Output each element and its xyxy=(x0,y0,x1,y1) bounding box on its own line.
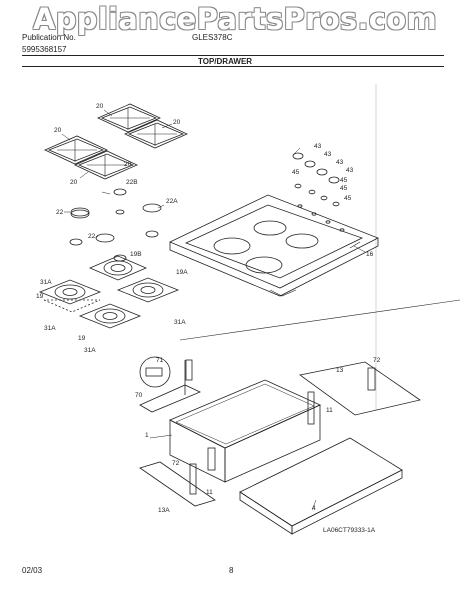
callout-bowl-31a: 31A xyxy=(174,319,186,326)
grate-inner xyxy=(47,138,105,162)
callout-bezel-45: 45 xyxy=(292,169,300,176)
drawer-box xyxy=(169,379,321,483)
grate-inner xyxy=(100,106,158,130)
grate xyxy=(97,103,161,133)
glide xyxy=(145,367,163,377)
callout-cap-22b: 22B xyxy=(126,179,138,186)
callout-panel-4: 4 xyxy=(312,505,316,512)
callout-bowl-31a: 31A xyxy=(40,279,52,286)
burner-opening xyxy=(245,256,283,274)
publication-label: Publication No. xyxy=(22,33,76,42)
publication-number: 5995368157 xyxy=(22,45,67,54)
drawer-slide-left xyxy=(139,461,216,507)
callout-burner-19: 19 xyxy=(78,335,86,342)
grate xyxy=(74,150,138,180)
burner-cap xyxy=(95,233,115,243)
callout-grate: 20 xyxy=(70,179,78,186)
watermark: AppliancePartsPros.com xyxy=(32,2,438,36)
callout-burner-19b: 19B xyxy=(130,251,142,258)
burner-cap xyxy=(70,209,90,219)
burner-opening xyxy=(253,220,287,236)
callout-cooktop-16: 16 xyxy=(366,251,374,258)
burner-bowl-set xyxy=(38,255,180,329)
grate xyxy=(124,119,188,149)
cooktop xyxy=(169,194,379,297)
callout-bracket-11: 11 xyxy=(206,489,213,496)
burner-opening xyxy=(285,233,319,249)
burner-cap-small xyxy=(113,188,127,196)
callout-slide-13: 13 xyxy=(336,367,344,374)
grate-inner xyxy=(127,122,185,146)
callout-burner-19a: 19A xyxy=(176,269,188,276)
header-rule-bottom xyxy=(22,66,444,67)
glide-inset xyxy=(139,356,171,388)
callout-bezel-45: 45 xyxy=(344,195,352,202)
callout-grate: 20 xyxy=(54,127,62,134)
callout-clip-72: 72 xyxy=(373,357,381,364)
slide-clip xyxy=(207,447,216,471)
callout-knob-43: 43 xyxy=(336,159,344,166)
callout-burner-19: 19 xyxy=(36,293,44,300)
callout-bezel-45: 45 xyxy=(340,185,348,192)
callout-knob-43: 43 xyxy=(346,167,354,174)
burner-cap-top xyxy=(70,207,90,217)
burner-head xyxy=(115,209,125,215)
callout-knob-43: 43 xyxy=(314,143,322,150)
burner-cap xyxy=(142,203,162,213)
slide-bracket xyxy=(307,391,315,425)
callout-cap-22: 22 xyxy=(56,209,64,216)
callout-labels: 20 20 20 20 20 22B 22A 22 22 19B 19A 19 … xyxy=(36,103,381,534)
slide-clip xyxy=(367,367,376,391)
slide-bracket xyxy=(189,463,197,495)
footer-date: 02/03 xyxy=(22,566,43,575)
callout-clip-72: 72 xyxy=(172,460,180,467)
callout-grate: 20 xyxy=(96,103,104,110)
grate xyxy=(44,135,108,165)
callout-bracket-11: 11 xyxy=(326,407,333,414)
callout-bowl-31a: 31A xyxy=(84,347,96,354)
callout-bezel-45: 45 xyxy=(340,177,348,184)
callout-cap-22a: 22A xyxy=(166,198,178,205)
drawer-slide-right xyxy=(299,361,421,416)
header-rule-top xyxy=(22,55,444,56)
callout-grate: 20 xyxy=(124,161,132,168)
callout-slide-13a: 13A xyxy=(158,507,170,514)
model-number: GLES378C xyxy=(192,33,233,42)
callout-knob-43: 43 xyxy=(324,151,332,158)
burner-opening xyxy=(213,237,251,255)
grate-group xyxy=(44,103,188,180)
callout-cap-22: 22 xyxy=(88,233,96,240)
drawer-rail xyxy=(139,384,201,413)
diagram-code: LA06CT79333-1A xyxy=(323,527,376,534)
callout-glide-71: 71 xyxy=(156,357,164,364)
page-number: 8 xyxy=(229,566,234,575)
burner-head xyxy=(113,254,127,262)
callout-bowl-31a: 31A xyxy=(44,325,56,332)
section-title: TOP/DRAWER xyxy=(198,57,253,66)
callout-rail-70: 70 xyxy=(135,392,143,399)
callout-drawer-1: 1 xyxy=(145,432,149,439)
callout-grate: 20 xyxy=(173,119,181,126)
burner-head xyxy=(145,230,159,238)
knob-set xyxy=(292,152,345,232)
grate-inner xyxy=(77,153,135,177)
burner-head xyxy=(69,238,83,246)
